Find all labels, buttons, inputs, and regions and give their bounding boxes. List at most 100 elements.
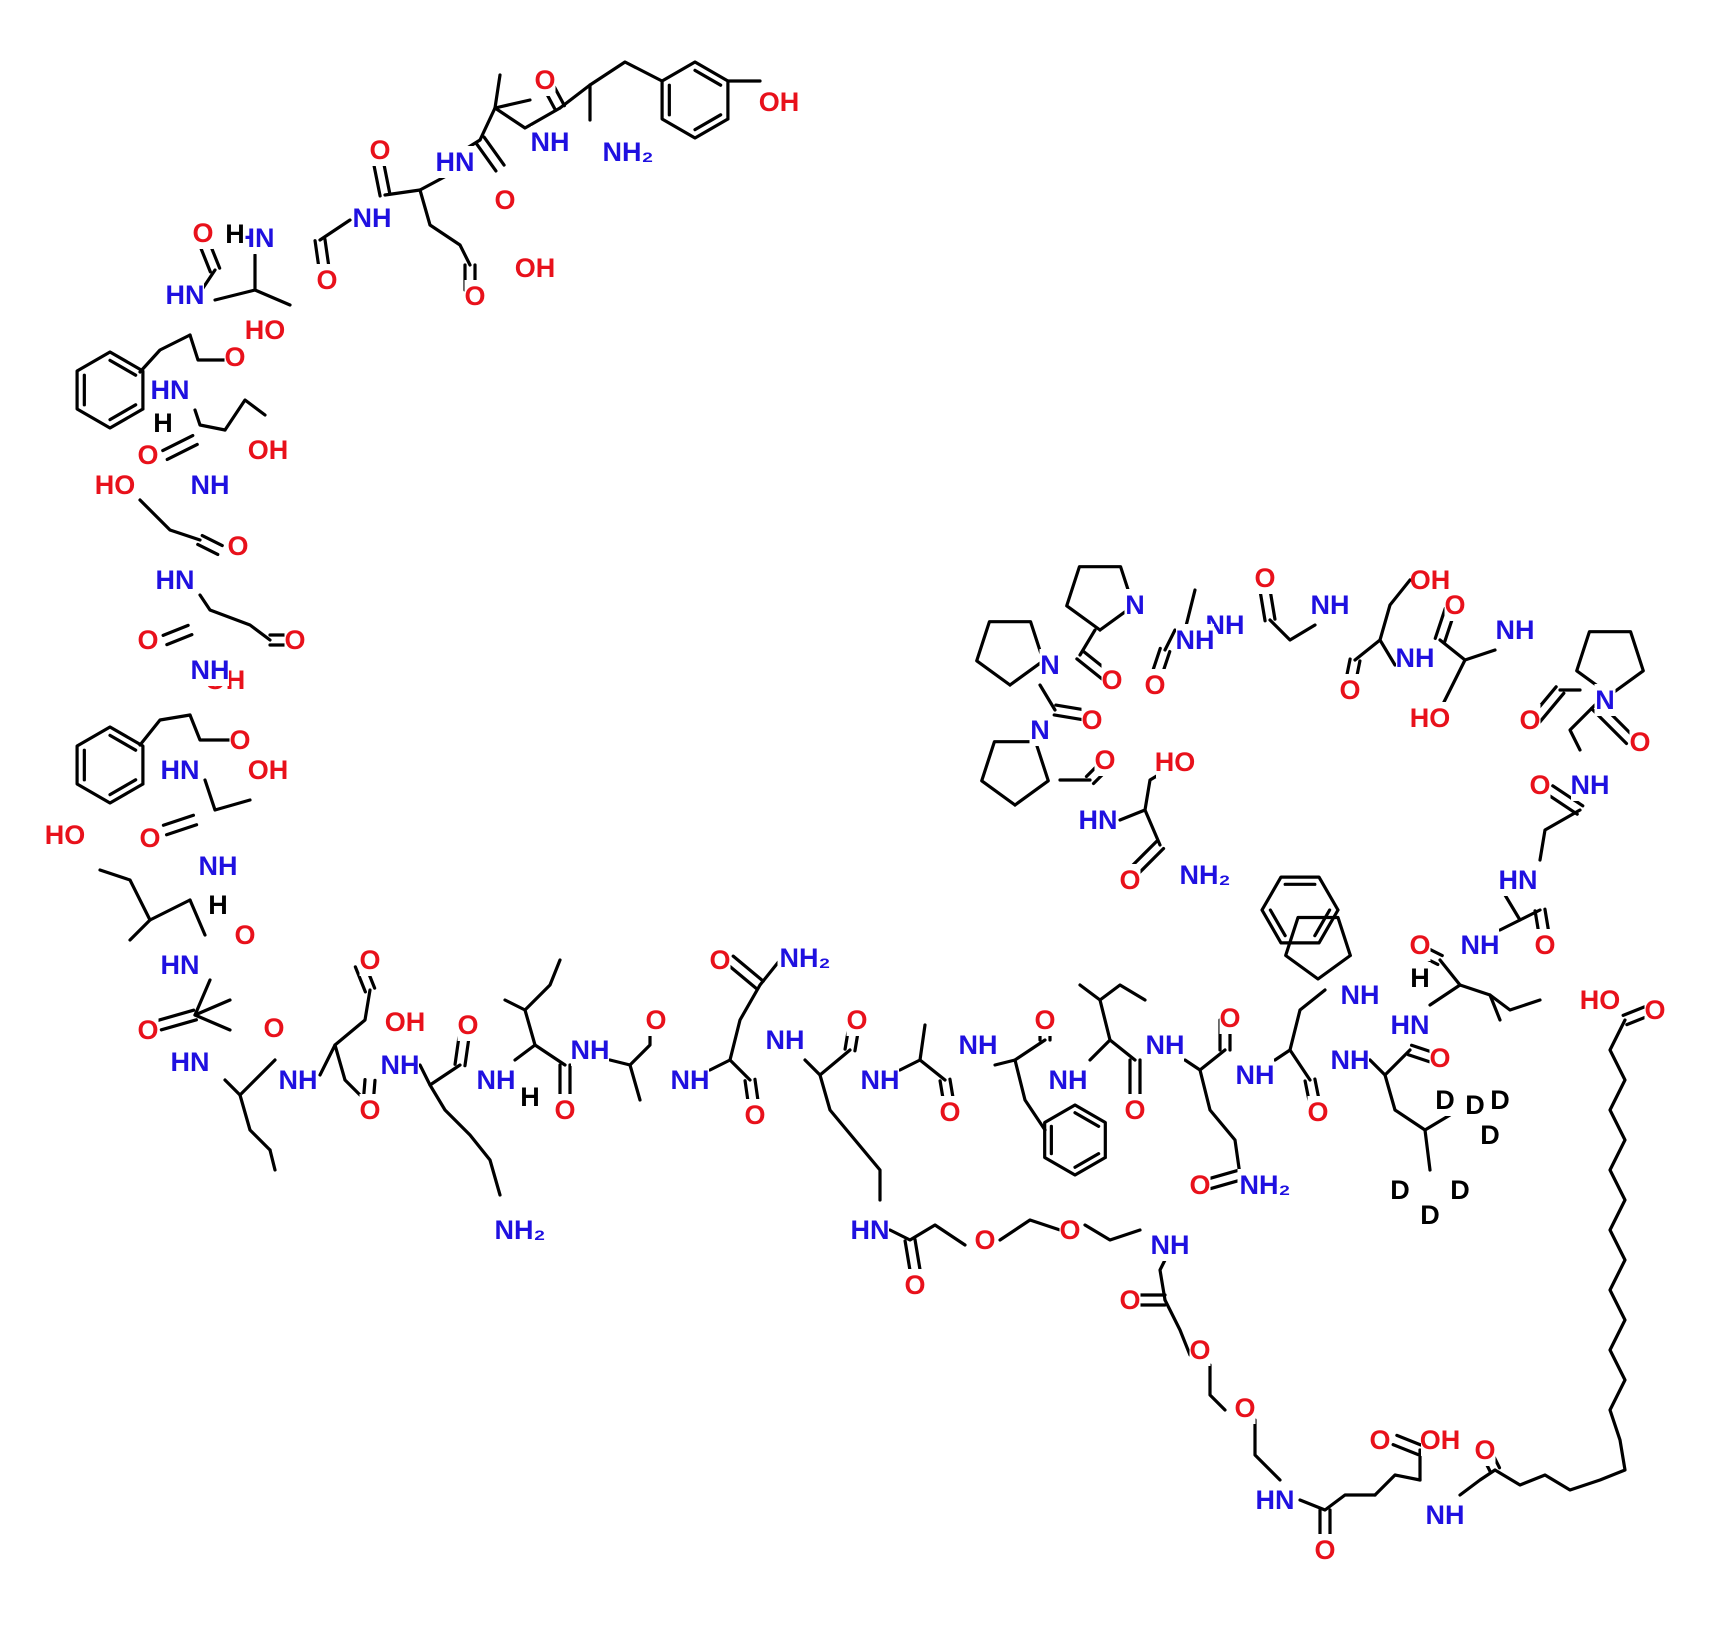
atom-label-background (1151, 1229, 1189, 1261)
proline-ring-2 (975, 620, 1045, 687)
bond (1438, 958, 1462, 987)
atom-label-background (1254, 562, 1276, 594)
double-bond (1052, 713, 1086, 722)
atom-label-o: O (284, 625, 305, 655)
atom-label-background (1156, 746, 1194, 778)
atom-label-background (1369, 1424, 1391, 1456)
tyrosine-ring-inner (693, 68, 723, 87)
atom-label-background (851, 1214, 889, 1246)
atom-label-hn: HN (156, 565, 195, 595)
atom-label-background (519, 1081, 541, 1113)
atom-label-background (1177, 859, 1233, 891)
atom-label-n: N (1040, 650, 1060, 680)
atom-label-background (1409, 929, 1431, 961)
bond (1298, 1493, 1377, 1512)
atom-label-background (1236, 1059, 1274, 1091)
bond (1428, 983, 1542, 1012)
atom-label-h: H (520, 1082, 540, 1112)
atom-label-background (1039, 649, 1061, 681)
atom-label-ho: HO (1155, 747, 1196, 777)
atom-label-o: O (554, 1095, 575, 1125)
atom-label-nh: NH (1146, 1030, 1185, 1060)
bond (1458, 1468, 1497, 1497)
double-bond (1537, 691, 1566, 725)
atom-label-nh: NH (191, 655, 230, 685)
double-bond (196, 542, 220, 557)
atom-label-nh2: NH₂ (603, 137, 654, 167)
double-bond (1129, 839, 1159, 869)
atom-label-o: O (1409, 930, 1430, 960)
atom-label-background (234, 919, 256, 951)
atom-label-o: O (1124, 1095, 1145, 1125)
atom-label-background (1307, 1096, 1329, 1128)
atom-label-nh: NH (1571, 770, 1610, 800)
bond (1438, 648, 1497, 712)
atom-label-background (1496, 614, 1534, 646)
bond (138, 713, 192, 747)
atom-label-background (1146, 1029, 1184, 1061)
atom-label-nh: NH (1496, 615, 1535, 645)
atom-label-o: O (974, 1225, 995, 1255)
atom-label-background (939, 1096, 961, 1128)
proline-ring-right (1575, 630, 1645, 697)
atom-label-d: D (1420, 1200, 1440, 1230)
atom-label-background (1409, 962, 1431, 994)
atom-label-background (191, 654, 229, 686)
tyrosine-ring-2-inner (108, 778, 138, 797)
bond (198, 593, 272, 642)
atom-label-d: D (1390, 1175, 1410, 1205)
bond (253, 288, 292, 307)
atom-label-o: O (1254, 563, 1275, 593)
bond (888, 1223, 967, 1247)
double-bond (731, 954, 765, 983)
bond (188, 333, 232, 362)
atom-label-nh: NH (1426, 1500, 1465, 1530)
atom-label-o: O (1529, 770, 1550, 800)
atom-label-o: O (1094, 745, 1115, 775)
atom-label-nh: NH (1151, 1230, 1190, 1260)
bond (1438, 638, 1467, 662)
bond (1383, 1048, 1412, 1077)
bond (268, 1148, 277, 1172)
atom-label-o: O (1369, 1425, 1390, 1455)
atom-label-background (709, 944, 731, 976)
bond (493, 106, 562, 130)
atom-label-background (46, 819, 84, 851)
bond (818, 1048, 852, 1077)
tyrosine-ring (660, 60, 730, 140)
bond (998, 1218, 1062, 1242)
atom-label-o: O (457, 1010, 478, 1040)
atom-label-background (156, 564, 194, 596)
atom-label-background (1519, 704, 1541, 736)
bond (223, 398, 267, 432)
atom-label-background (1119, 864, 1141, 896)
bond (1088, 983, 1147, 1062)
bond (128, 918, 152, 942)
atom-label-background (246, 314, 284, 346)
atom-label-background (671, 1064, 709, 1096)
bond (478, 106, 497, 142)
atom-label-background (1594, 684, 1616, 716)
atom-label-background (600, 136, 656, 168)
bond (803, 1058, 882, 1202)
atom-label-o: O (137, 625, 158, 655)
proline-ring-3 (980, 740, 1050, 807)
bond (628, 1063, 642, 1102)
atom-label-o: O (137, 1015, 158, 1045)
bond (1353, 638, 1382, 662)
bond (193, 1013, 232, 1032)
atom-label-background (191, 469, 229, 501)
bond (203, 778, 252, 812)
atom-label-background (1489, 1084, 1511, 1116)
atom-label-background (386, 1006, 424, 1038)
atom-label-o: O (1629, 727, 1650, 757)
atom-label-background (846, 1004, 868, 1036)
atom-label-background (224, 341, 246, 373)
atom-label-o: O (1429, 1043, 1450, 1073)
atom-label-background (381, 1049, 419, 1081)
phenylalanine-ring (75, 350, 145, 430)
double-bond (1395, 1433, 1424, 1447)
atom-label-background (152, 407, 174, 439)
bond (193, 408, 227, 432)
